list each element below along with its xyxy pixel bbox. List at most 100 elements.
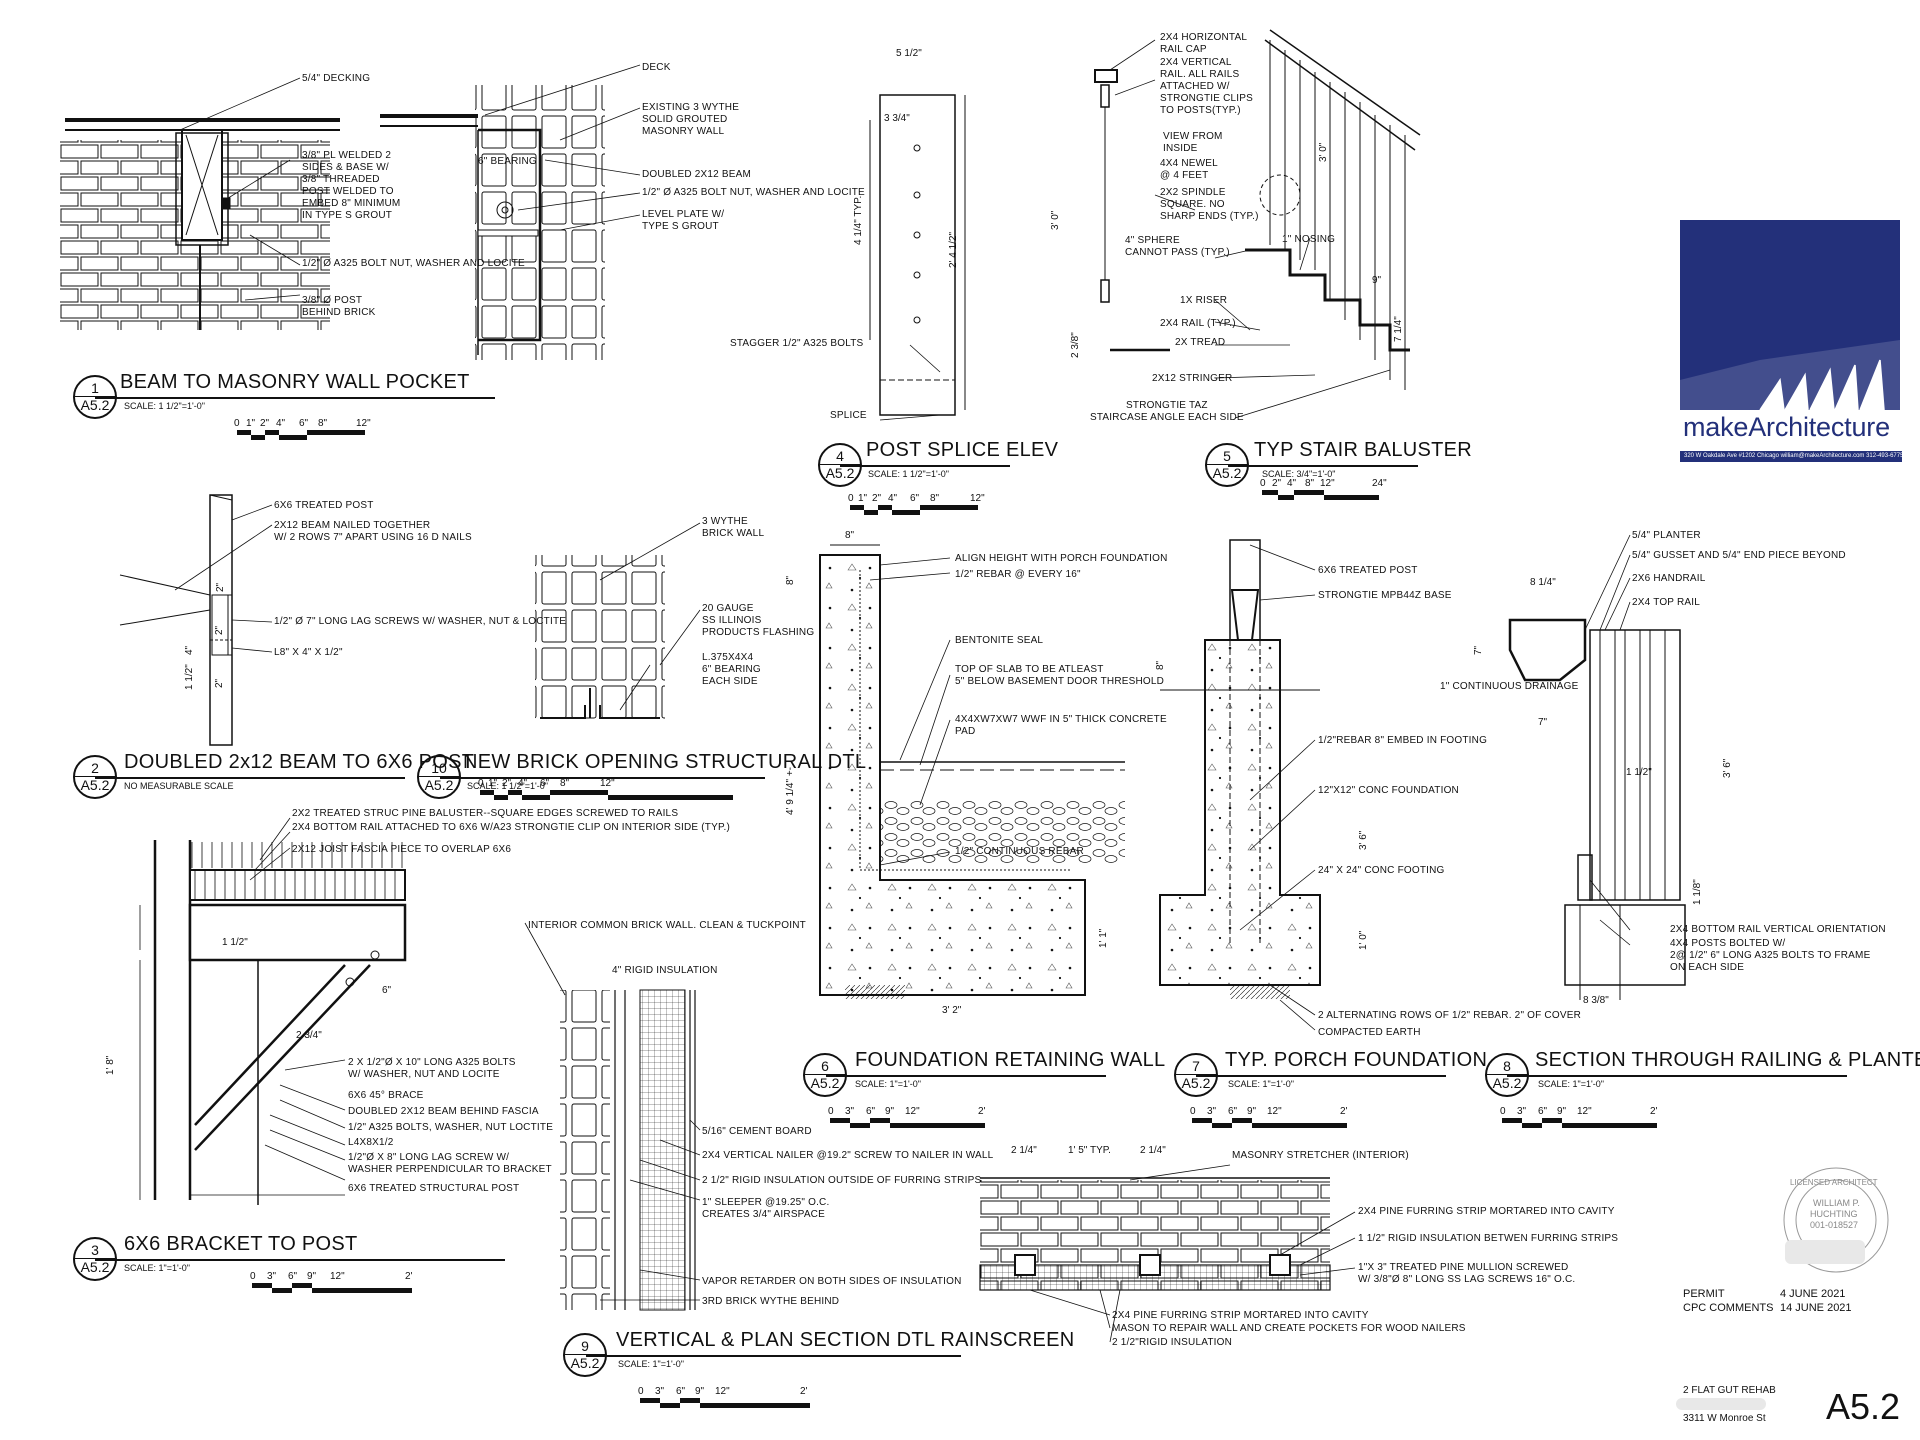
note: 2X4 VERTICAL NAILER @19.2" SCREW TO NAIL… xyxy=(702,1150,994,1161)
note: 1/2"REBAR 8" EMBED IN FOOTING xyxy=(1318,735,1488,746)
note: L4x8x1/2 xyxy=(348,1137,394,1148)
note: 3 WYTHE BRICK WALL xyxy=(702,516,765,539)
company-logo xyxy=(1680,220,1900,411)
note: DOUBLED 2X12 BEAM BEHIND FASCIA xyxy=(348,1106,539,1117)
cpc-date: 14 JUNE 2021 xyxy=(1780,1302,1852,1314)
note: COMPACTED EARTH xyxy=(1318,1027,1421,1038)
dimension: 1 1/2" xyxy=(222,937,248,948)
scale-label: 9" xyxy=(1247,1106,1257,1117)
scale-label: 2' xyxy=(978,1106,986,1117)
note: 2X2 TREATED STRUC PINE BALUSTER--SQUARE … xyxy=(292,808,679,819)
note: 3/8" PL WELDED 2 SIDES & BASE W/ 3/8" TH… xyxy=(302,150,401,221)
note: 2 X 1/2"Ø x 10" LONG A325 BOLTS W/ WASHE… xyxy=(348,1057,516,1080)
scale-label: 12" xyxy=(970,493,985,504)
redacted-block xyxy=(1785,1240,1865,1264)
dimension: 7 1/4" xyxy=(1393,316,1404,342)
dimension: 2" xyxy=(214,678,225,688)
scale-label: 1" xyxy=(858,493,868,504)
dimension: 2' 4 1/2" xyxy=(948,231,959,268)
scale-label: 4" xyxy=(888,493,898,504)
detail-title-6: FOUNDATION RETAINING WALL xyxy=(855,1049,1166,1071)
detail-title-3: 6X6 BRACKET TO POST xyxy=(124,1233,358,1255)
detail-6-drawing xyxy=(819,544,1125,999)
note: 2X4 BOTTOM RAIL VERTICAL ORIENTATION xyxy=(1670,924,1886,935)
dimension: 2 3/4" xyxy=(296,1030,322,1041)
scale-label: 8" xyxy=(930,493,940,504)
note: 1/2" A325 BOLTS, WASHER, NUT LOCTITE xyxy=(348,1122,554,1133)
note: MASONRY STRETCHER (INTERIOR) xyxy=(1232,1150,1409,1161)
note: 24" x 24" CONC FOOTING xyxy=(1318,865,1445,876)
note: 2X TREAD xyxy=(1175,337,1226,348)
detail-sheet: A5.2 xyxy=(570,1355,600,1371)
scale-label: 6" xyxy=(910,493,920,504)
note: LEVEL PLATE W/ TYPE S GROUT xyxy=(642,209,725,232)
scale-label: 3" xyxy=(1207,1106,1217,1117)
note: 2X12 JOIST FASCIA PIECE TO OVERLAP 6X6 xyxy=(292,844,512,855)
scale-label: 3" xyxy=(845,1106,855,1117)
scale-label: 9" xyxy=(1557,1106,1567,1117)
permit-label: PERMIT xyxy=(1683,1288,1725,1300)
scale-label: 2" xyxy=(1272,478,1282,489)
scale-label: 0 xyxy=(234,418,240,429)
note: 2X6 HANDRAIL xyxy=(1632,573,1706,584)
scale-label: 6" xyxy=(1538,1106,1548,1117)
note: 2X4 VERTICAL RAIL. ALL RAILS ATTACHED W/… xyxy=(1160,57,1254,116)
detail-scale-7: SCALE: 1"=1'-0" xyxy=(1228,1079,1294,1089)
scale-label: 9" xyxy=(885,1106,895,1117)
scale-label: 3" xyxy=(267,1271,277,1282)
redacted-block xyxy=(1676,1398,1766,1410)
detail-title-5: TYP STAIR BALUSTER xyxy=(1254,439,1473,461)
scale-label: 8" xyxy=(318,418,328,429)
note: VIEW FROM INSIDE xyxy=(1163,131,1223,154)
note: 4x4xW7xW7 WWF in 5" THICK CONCRETE PAD xyxy=(955,714,1167,737)
scale-label: 3" xyxy=(1517,1106,1527,1117)
scale-label: 3" xyxy=(655,1386,665,1397)
scale-label: 0 xyxy=(1500,1106,1506,1117)
scale-label: 9" xyxy=(695,1386,705,1397)
note: 6X6 TREATED STRUCTURAL POST xyxy=(348,1183,520,1194)
note: VAPOR RETARDER ON BOTH SIDES OF INSULATI… xyxy=(702,1276,962,1287)
note: 3RD BRICK WYTHE BEHIND xyxy=(702,1296,840,1307)
note: DECK xyxy=(642,62,671,73)
detail-10-drawing xyxy=(535,555,665,720)
note: 2X2 SPINDLE SQUARE. NO SHARP ENDS (TYP.) xyxy=(1160,187,1259,222)
detail-sheet: A5.2 xyxy=(1212,465,1242,481)
dimension: 7" xyxy=(1473,645,1484,655)
detail-title-8: SECTION THROUGH RAILING & PLANTER xyxy=(1535,1049,1920,1071)
detail-sheet: A5.2 xyxy=(80,397,110,413)
brand-name: makeArchitecture xyxy=(1683,412,1890,442)
scale-label: 6" xyxy=(676,1386,686,1397)
note: 1/2" REBAR @ EVERY 16" xyxy=(955,569,1081,580)
detail-sheet: A5.2 xyxy=(1492,1075,1522,1091)
note: 4X4 NEWEL @ 4 FEET xyxy=(1160,158,1218,181)
scale-label: 4" xyxy=(518,778,528,789)
note: 1" CONTINUOUS DRAINAGE xyxy=(1440,681,1579,692)
scale-label: 12" xyxy=(905,1106,920,1117)
detail-number: 1 xyxy=(91,380,99,396)
dimension: 3' 0" xyxy=(1050,210,1061,230)
scale-label: 6" xyxy=(288,1271,298,1282)
scale-label: 12" xyxy=(356,418,371,429)
detail-9-drawing xyxy=(560,989,1331,1311)
note: L8" x 4" x 1/2" xyxy=(274,647,343,658)
note: L.375X4X4 6" BEARING EACH SIDE xyxy=(702,652,761,687)
dimension: 4' 9 1/4" +- xyxy=(785,767,796,815)
note: STRONGTIE MPB44Z BASE xyxy=(1318,590,1452,601)
dimension: 1' 8" xyxy=(105,1055,116,1075)
note: 1 1/2" RIGID INSULATION BETWEN FURRING S… xyxy=(1358,1233,1619,1244)
dimension: 4 1/4" TYP. xyxy=(853,195,864,245)
dimension: 3' 0" xyxy=(1318,142,1329,162)
scale-label: 2' xyxy=(800,1386,808,1397)
note: MASON TO REPAIR WALL AND CREATE POCKETS … xyxy=(1112,1323,1466,1334)
project-name: 2 FLAT GUT REHAB xyxy=(1683,1385,1776,1396)
dimension: 5 1/2" xyxy=(896,48,922,59)
note: 2 1/2"RIGID INSULATION xyxy=(1112,1337,1233,1348)
scale-label: 1" xyxy=(488,778,498,789)
detail-scale-1: SCALE: 1 1/2"=1'-0" xyxy=(124,401,205,411)
detail-title-7: TYP. PORCH FOUNDATION xyxy=(1225,1049,1488,1071)
detail-scale-2: NO MEASURABLE SCALE xyxy=(124,781,234,791)
scale-label: 2" xyxy=(502,778,512,789)
note: STRONGTIE TAZ STAIRCASE ANGLE EACH SIDE xyxy=(1090,400,1244,423)
note: EXISTING 3 WYTHE SOLID GROUTED MASONRY W… xyxy=(642,102,740,137)
